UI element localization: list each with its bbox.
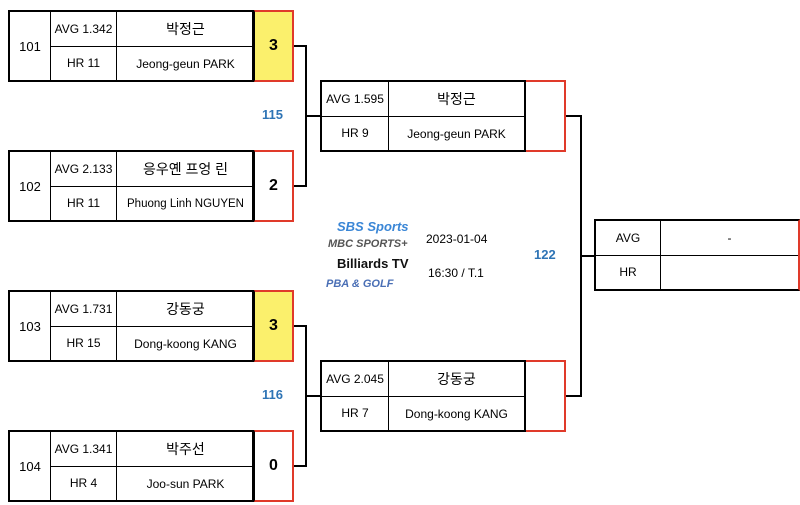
bracket-line [566,115,582,117]
player-score-empty [526,80,566,152]
player-name-english: Dong-koong KANG [405,406,508,421]
bracket-line [580,255,595,257]
player-score: 2 [254,150,294,222]
seed-number: 101 [19,38,41,54]
divider [50,292,51,360]
mbc-sports-logo: MBC SPORTS+ [328,238,408,250]
player-hr: HR 11 [66,56,101,70]
player-hr: HR 4 [69,476,98,490]
seed-number: 104 [19,458,41,474]
player-hr: HR 7 [341,406,369,420]
final-value: - [727,231,732,245]
player-name-korean: 박정근 [437,91,476,107]
player-avg: AVG 2.045 [326,372,384,386]
player-hr: HR 11 [66,196,101,210]
divider [322,396,524,397]
player-name-english: Phuong Linh NGUYEN [127,197,244,210]
bracket-line [294,45,307,47]
player-name-english: Dong-koong KANG [134,336,237,351]
divider [51,326,254,327]
divider [51,186,254,187]
divider [50,432,51,500]
player-score: 3 [254,10,294,82]
player-hr: HR 9 [341,126,369,140]
seed-number: 103 [19,318,41,334]
player-score: 0 [254,430,294,502]
bracket-line [294,325,307,327]
player-avg: AVG 1.341 [54,442,113,456]
match-time-table: 16:30 / T.1 [428,266,484,280]
player-name-korean: 강동궁 [437,371,476,387]
match-number-116: 116 [262,387,283,402]
bracket-line [305,115,321,117]
divider [51,46,254,47]
final-hr: HR [619,265,637,279]
bracket-line [305,395,321,397]
bracket-line [294,465,307,467]
billiards-tv-logo: Billiards TV [337,256,409,271]
player-name-korean: 박주선 [166,441,205,457]
match-date: 2023-01-04 [426,232,488,246]
seed-number: 102 [19,178,41,194]
bracket-line [566,395,582,397]
player-avg: AVG 2.133 [54,162,113,176]
pba-golf-logo: PBA & GOLF [326,278,394,290]
player-avg: AVG 1.731 [54,302,113,316]
divider [50,152,51,220]
player-name-korean: 박정근 [166,21,205,37]
player-name-english: Jeong-geun PARK [407,126,506,141]
player-name-korean: 강동궁 [166,301,205,317]
sbs-sports-logo: SBS Sports [337,219,409,234]
player-avg: AVG 1.342 [54,22,113,36]
player-hr: HR 15 [66,336,101,350]
divider [596,255,798,256]
player-score-empty [526,360,566,432]
match-number-122: 122 [534,247,556,262]
divider [50,12,51,80]
divider [322,116,524,117]
mbc-sports-text: MBC SPORTS+ [328,238,408,250]
final-avg: AVG [615,231,641,245]
divider [51,466,254,467]
player-name-english: Jeong-geun PARK [136,56,235,71]
player-name-korean: 응우옌 프엉 린 [142,161,229,177]
bracket-line [294,185,307,187]
player-score: 3 [254,290,294,362]
match-number-115: 115 [262,107,283,122]
player-name-english: Joo-sun PARK [146,476,225,491]
player-avg: AVG 1.595 [326,92,384,106]
